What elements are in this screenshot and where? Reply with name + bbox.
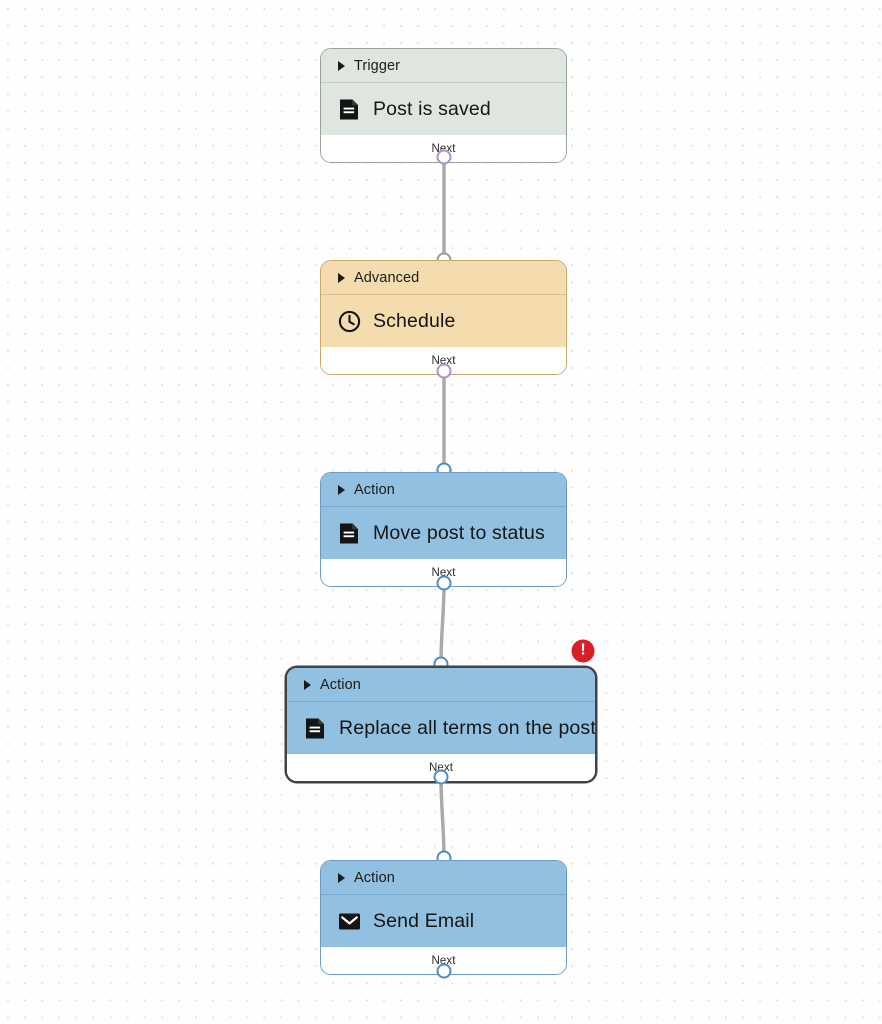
workflow-node-trigger-post-is-saved[interactable]: Trigger Post is saved Next bbox=[320, 48, 567, 163]
node-header[interactable]: Action bbox=[321, 861, 566, 894]
chevron-right-icon[interactable] bbox=[338, 60, 345, 71]
workflow-node-action-move-post-to-status[interactable]: Action Move post to status Next bbox=[320, 472, 567, 587]
node-divider bbox=[287, 701, 595, 702]
document-icon bbox=[303, 716, 327, 740]
node-body[interactable]: Send Email bbox=[321, 895, 566, 947]
output-port-action-move-post-to-status[interactable] bbox=[436, 575, 452, 591]
node-title: Send Email bbox=[373, 909, 475, 932]
node-divider bbox=[321, 294, 566, 295]
chevron-right-icon[interactable] bbox=[304, 679, 311, 690]
node-header[interactable]: Trigger bbox=[321, 49, 566, 82]
node-body[interactable]: Post is saved bbox=[321, 83, 566, 135]
clock-icon bbox=[337, 309, 361, 333]
node-title: Post is saved bbox=[373, 97, 491, 120]
document-icon bbox=[337, 97, 361, 121]
node-divider bbox=[321, 82, 566, 83]
node-body[interactable]: Move post to status bbox=[321, 507, 566, 559]
output-port-action-replace-all-terms[interactable] bbox=[433, 769, 449, 785]
node-divider bbox=[321, 894, 566, 895]
node-kind-label: Action bbox=[354, 869, 395, 886]
edge-move-post-to-replace-terms bbox=[439, 579, 446, 666]
node-kind-label: Action bbox=[354, 481, 395, 498]
node-kind-label: Advanced bbox=[354, 269, 420, 286]
node-title: Move post to status bbox=[373, 521, 545, 544]
chevron-right-icon[interactable] bbox=[338, 872, 345, 883]
node-kind-label: Action bbox=[320, 676, 361, 693]
workflow-node-advanced-schedule[interactable]: Advanced Schedule Next bbox=[320, 260, 567, 375]
output-port-action-send-email[interactable] bbox=[436, 963, 452, 979]
node-header[interactable]: Action bbox=[321, 473, 566, 506]
output-port-advanced-schedule[interactable] bbox=[436, 363, 452, 379]
node-header[interactable]: Action bbox=[287, 668, 595, 701]
node-body[interactable]: Replace all terms on the post bbox=[287, 702, 595, 754]
node-divider bbox=[321, 506, 566, 507]
workflow-node-action-replace-all-terms-on-the-post[interactable]: Action Replace all terms on the post Nex… bbox=[285, 666, 597, 783]
document-icon bbox=[337, 521, 361, 545]
edge-replace-terms-to-send-email bbox=[439, 773, 446, 860]
chevron-right-icon[interactable] bbox=[338, 484, 345, 495]
node-title: Replace all terms on the post bbox=[339, 716, 596, 739]
node-error-badge[interactable]: ! bbox=[571, 639, 595, 663]
node-title: Schedule bbox=[373, 309, 456, 332]
chevron-right-icon[interactable] bbox=[338, 272, 345, 283]
envelope-icon bbox=[337, 909, 361, 933]
output-port-trigger-post-is-saved[interactable] bbox=[436, 149, 452, 165]
node-header[interactable]: Advanced bbox=[321, 261, 566, 294]
workflow-node-action-send-email[interactable]: Action Send Email Next bbox=[320, 860, 567, 975]
error-exclamation-icon: ! bbox=[580, 641, 586, 659]
node-body[interactable]: Schedule bbox=[321, 295, 566, 347]
node-kind-label: Trigger bbox=[354, 57, 401, 74]
